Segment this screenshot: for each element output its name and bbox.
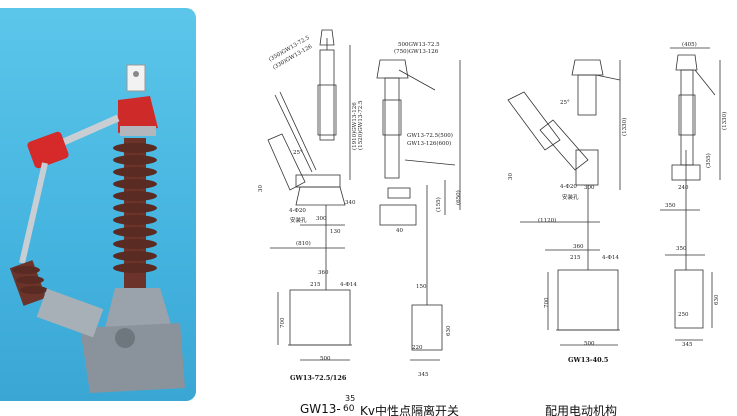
caption-right: 配用电动机构 bbox=[545, 404, 618, 416]
ra-30: 30 bbox=[508, 173, 514, 180]
mid-h-155: (155) bbox=[436, 197, 442, 212]
mid-h-650: (650) bbox=[456, 190, 462, 205]
mid-len-b: GW13-126(600) bbox=[407, 141, 452, 147]
dim-500: 500 bbox=[320, 356, 331, 362]
rb-1330: (1330) bbox=[722, 111, 728, 130]
ra-1330: (1330) bbox=[622, 117, 628, 136]
caption-model-lower: 60 bbox=[343, 404, 355, 414]
model-label-left: GW13-72.5/126 bbox=[290, 374, 347, 382]
ra-500: 500 bbox=[584, 341, 595, 347]
mid-w-150: 150 bbox=[416, 284, 427, 290]
dim-130: 130 bbox=[330, 229, 341, 235]
caption-model-prefix: GW13- bbox=[300, 402, 341, 416]
rb-350a: 350 bbox=[665, 203, 676, 209]
dim-30: 30 bbox=[258, 185, 264, 192]
top-contact bbox=[126, 64, 146, 92]
dim-angle: 25° bbox=[293, 150, 303, 156]
mid-h-630: 630 bbox=[446, 325, 452, 337]
porcelain-insulator bbox=[113, 138, 157, 288]
rb-350b: 350 bbox=[676, 246, 687, 252]
drawing-middle bbox=[376, 59, 461, 361]
ra-360: 360 bbox=[573, 244, 584, 250]
ra-bolt: 4-Φ20 bbox=[560, 184, 577, 190]
rb-630: 630 bbox=[714, 294, 720, 306]
mid-w-340: 340 bbox=[345, 200, 356, 206]
mid-top-a: 500GW13-72.5 bbox=[398, 42, 440, 48]
rb-250: 250 bbox=[678, 312, 689, 318]
ra-700: 700 bbox=[544, 297, 550, 309]
rb-top: (405) bbox=[682, 42, 697, 48]
ra-mount: 安装孔 bbox=[562, 195, 579, 201]
red-head bbox=[118, 96, 158, 133]
ra-215: 215 bbox=[570, 255, 581, 261]
dim-700: 700 bbox=[280, 317, 286, 329]
dim-300: 300 bbox=[316, 216, 327, 222]
dim-v-total-b: (1520)GW13-72.5 bbox=[358, 100, 364, 150]
mid-w-220: 220 bbox=[412, 345, 423, 351]
ra-1120: (1120) bbox=[538, 218, 557, 224]
dim-360: 360 bbox=[318, 270, 329, 276]
caption-model-suffix: Kv中性点隔离开关 bbox=[360, 404, 459, 416]
model-label-right: GW13-40.5 bbox=[568, 356, 609, 364]
dim-810: (810) bbox=[296, 241, 311, 247]
product-illustration bbox=[9, 64, 185, 393]
mid-w-345: 345 bbox=[418, 372, 429, 378]
drawing-right-a bbox=[507, 59, 621, 346]
ra-angle: 25° bbox=[560, 100, 570, 106]
ra-300: 300 bbox=[584, 185, 595, 191]
ra-bolt2: 4-Φ14 bbox=[602, 255, 619, 261]
mid-w-40: 40 bbox=[396, 228, 403, 234]
product-photo bbox=[0, 8, 196, 401]
dim-bolt: 4-Φ20 bbox=[289, 208, 306, 214]
drawing-left bbox=[267, 29, 352, 361]
dim-bolt2: 4-Φ14 bbox=[340, 282, 357, 288]
dim-mount: 安装孔 bbox=[290, 218, 307, 224]
rb-240: 240 bbox=[678, 185, 689, 191]
red-clamp bbox=[27, 131, 69, 169]
mid-len-a: GW13-72.5(500) bbox=[407, 133, 453, 139]
rb-345: 345 bbox=[682, 342, 693, 348]
dim-215: 215 bbox=[310, 282, 321, 288]
mid-top-b: (750)GW13-126 bbox=[394, 49, 439, 55]
drawing-right-b bbox=[660, 47, 721, 341]
caption-model-upper: 35 bbox=[345, 394, 356, 403]
rb-355: (355) bbox=[706, 153, 712, 168]
